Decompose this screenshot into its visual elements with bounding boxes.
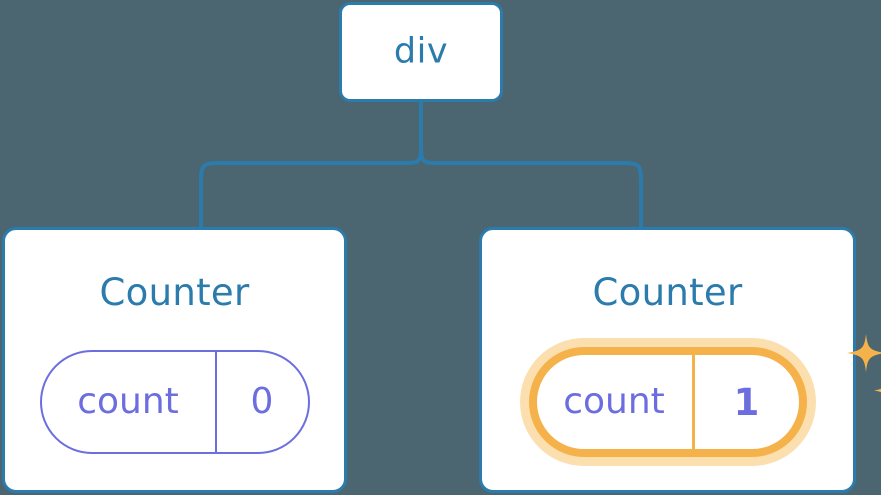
node-counter-left-title: Counter bbox=[99, 271, 250, 314]
connector-branch-left bbox=[199, 143, 423, 229]
state-pill-value-right: 1 bbox=[733, 380, 760, 424]
state-pill-wrapper-left: count 0 bbox=[39, 350, 310, 454]
state-pill-key-right: count bbox=[537, 355, 695, 449]
state-pill-count-right[interactable]: count 1 bbox=[528, 347, 807, 457]
node-div[interactable]: div bbox=[339, 2, 503, 102]
node-counter-right-title: Counter bbox=[592, 271, 743, 314]
state-pill-value-left: 0 bbox=[250, 381, 274, 422]
state-pill-count-left[interactable]: count 0 bbox=[39, 350, 310, 454]
connector-branch-right bbox=[419, 143, 643, 229]
state-pill-glow-right: count 1 bbox=[519, 338, 816, 466]
state-pill-key-left: count bbox=[42, 352, 217, 452]
state-pill-wrapper-right: count 1 bbox=[519, 334, 881, 466]
node-div-label: div bbox=[393, 31, 449, 72]
node-counter-right[interactable]: Counter count 1 bbox=[479, 227, 881, 493]
node-counter-left[interactable]: Counter count 0 bbox=[2, 227, 347, 493]
